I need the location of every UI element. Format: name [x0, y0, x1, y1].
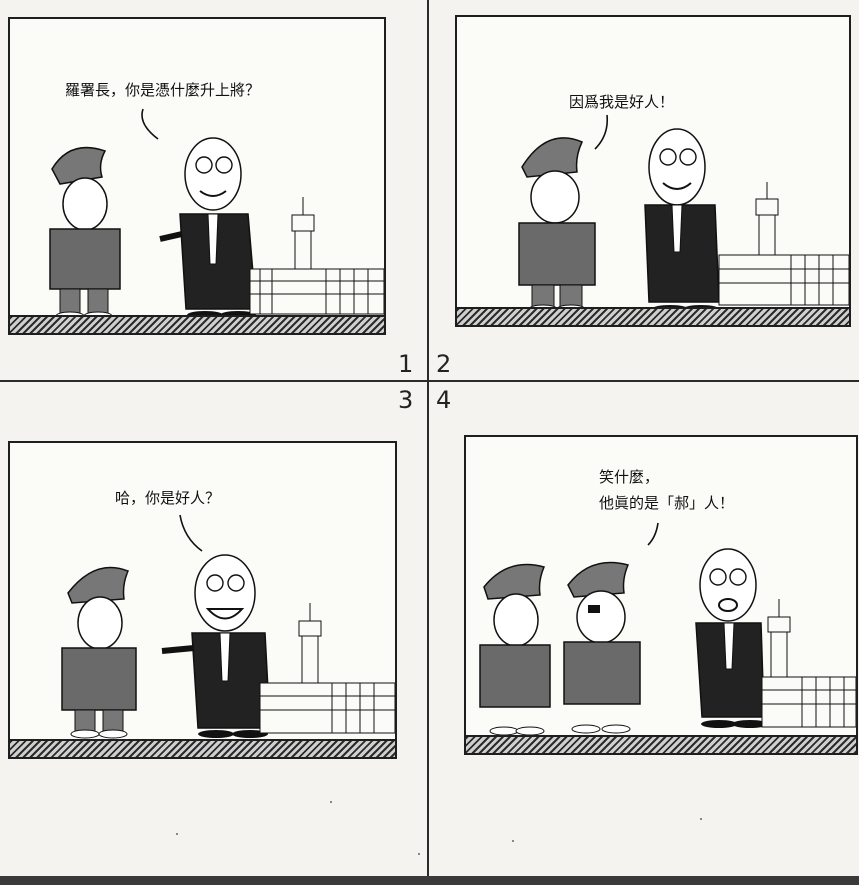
- vertical-divider: [427, 0, 429, 885]
- panel-number-3: 3: [398, 386, 414, 414]
- paper-speck: [330, 801, 332, 803]
- bottom-edge: [0, 876, 859, 885]
- presidential-building: [259, 603, 395, 734]
- paper-speck: [512, 840, 514, 842]
- presidential-building: [761, 599, 856, 728]
- presidential-building: [249, 197, 384, 315]
- speech-line: 他眞的是「郝」人！: [599, 494, 735, 512]
- official-figure: [644, 128, 720, 313]
- panel-4-speech: 笑什麼， 他眞的是「郝」人！: [599, 464, 734, 516]
- panel-2: 因爲我是好人！: [455, 15, 851, 327]
- panel-4-ground: [466, 735, 856, 753]
- panel-4-art: [479, 522, 856, 736]
- panel-2-ground: [457, 307, 849, 325]
- panel-1: 羅署長，你是憑什麼升上將？: [8, 17, 386, 335]
- speech-line: 哈，你是好人？: [115, 489, 221, 507]
- paper-speck: [176, 833, 178, 835]
- speech-line: 因爲我是好人！: [569, 93, 675, 111]
- general-figure: [518, 137, 596, 314]
- paper-speck: [418, 853, 420, 855]
- officer-figure: [563, 561, 641, 734]
- speech-line: 笑什麼，: [599, 468, 660, 486]
- panel-1-ground: [10, 315, 384, 333]
- presidential-building: [718, 182, 849, 306]
- panel-number-4: 4: [436, 386, 452, 414]
- panel-number-2: 2: [436, 350, 452, 378]
- panel-2-art: [518, 114, 849, 314]
- official-figure: [695, 548, 768, 728]
- paper-speck: [700, 818, 702, 820]
- panel-3-art: [61, 514, 395, 739]
- panel-3-ground: [10, 739, 395, 757]
- panel-1-speech: 羅署長，你是憑什麼升上將？: [65, 77, 260, 103]
- official-figure: [161, 554, 271, 738]
- speech-line: 羅署長，你是憑什麼升上將？: [65, 81, 261, 99]
- horizontal-divider: [0, 380, 859, 382]
- general-figure: [61, 566, 137, 739]
- general-figure: [479, 563, 551, 736]
- official-figure: [159, 137, 257, 319]
- panel-1-art: [49, 108, 384, 321]
- panel-2-speech: 因爲我是好人！: [569, 89, 674, 115]
- general-figure: [49, 146, 121, 321]
- panel-4: 笑什麼， 他眞的是「郝」人！: [464, 435, 858, 755]
- panel-number-1: 1: [398, 350, 414, 378]
- panel-3: 哈，你是好人？: [8, 441, 397, 759]
- panel-3-speech: 哈，你是好人？: [115, 485, 220, 511]
